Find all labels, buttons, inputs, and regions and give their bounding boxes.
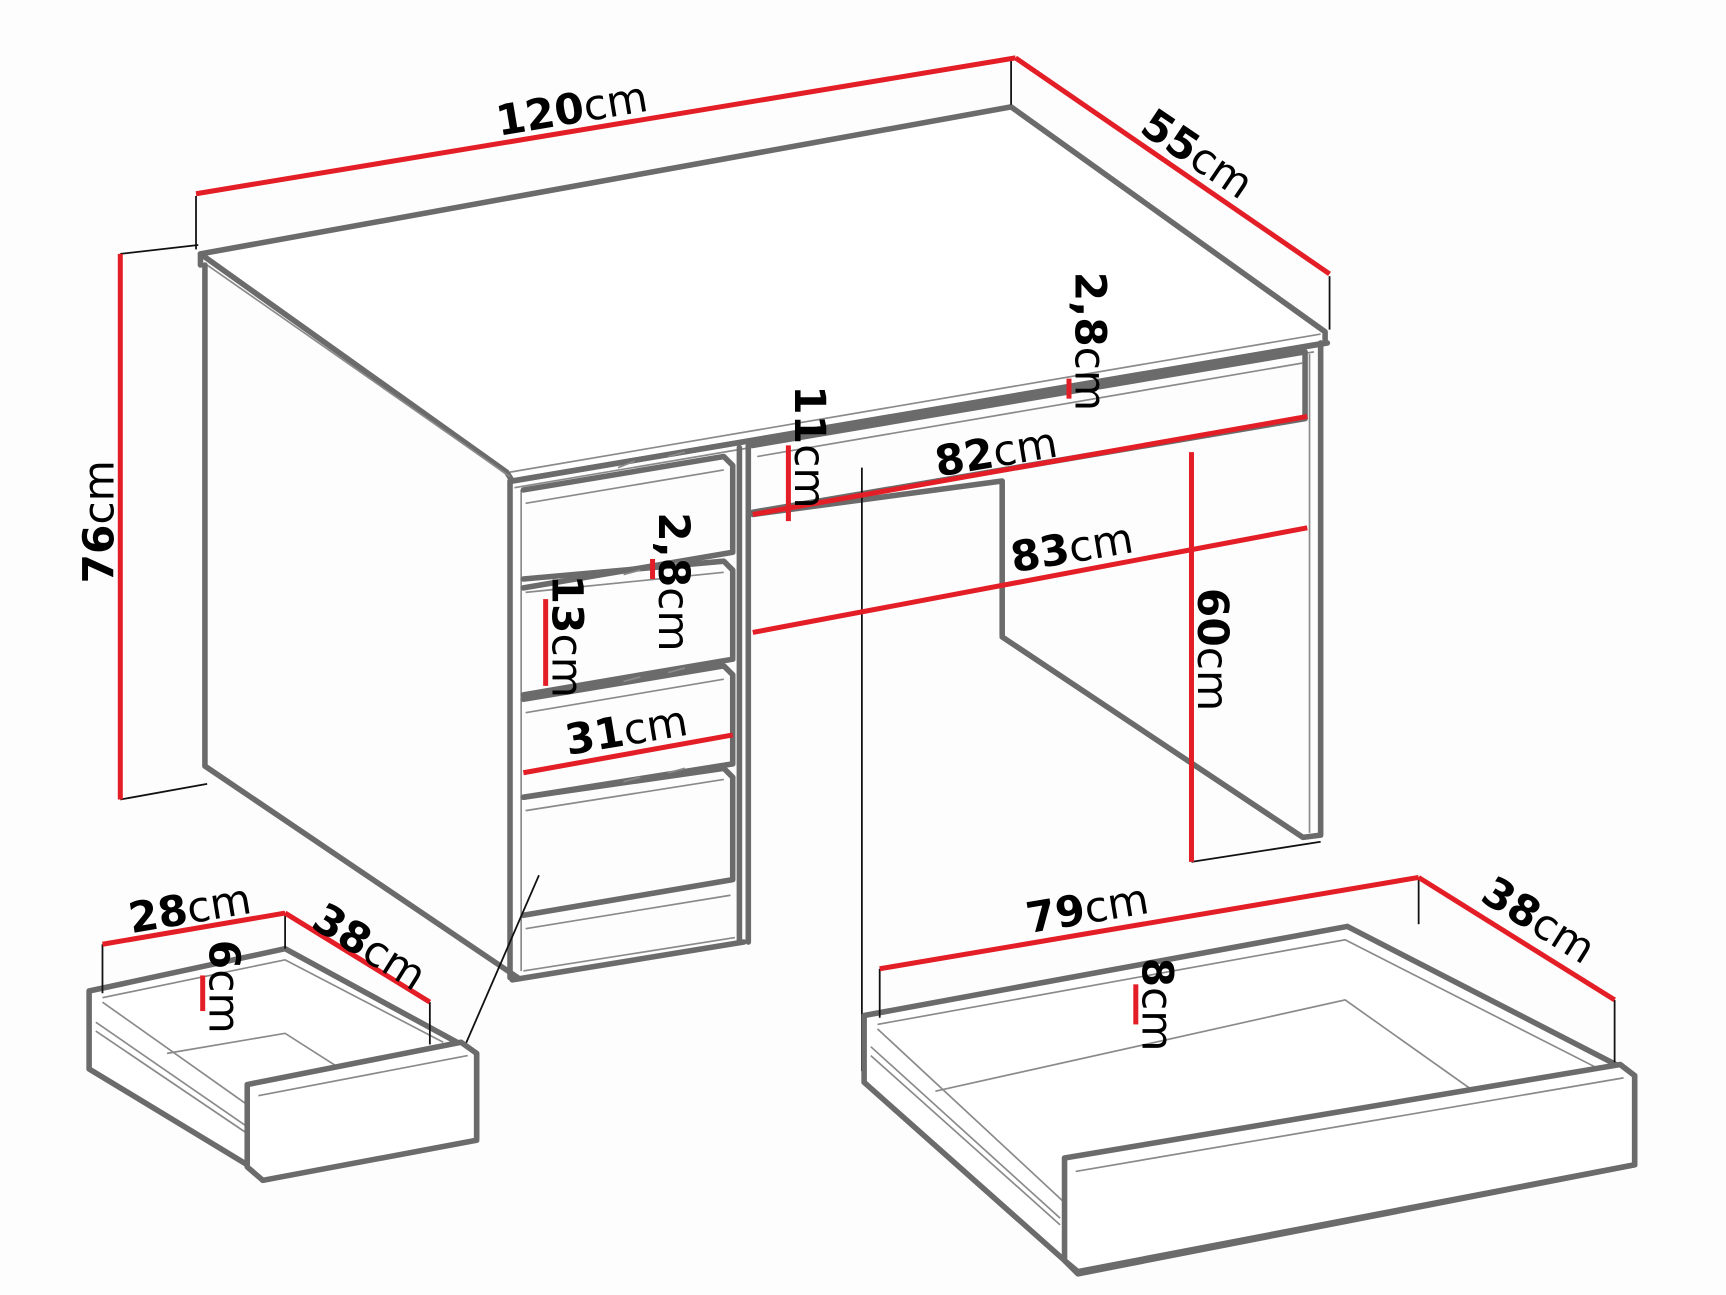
label-apron-height: 11cm <box>785 385 834 508</box>
label-width: 120cm <box>492 72 651 146</box>
label-small-drawer-width: 28cm <box>125 874 255 943</box>
small-drawer <box>86 945 480 1184</box>
dim-line-width <box>195 55 1016 197</box>
dim-line-large-d <box>1417 875 1616 1003</box>
label-large-drawer-height: 8cm <box>1132 958 1181 1052</box>
label-large-drawer-depth: 38cm <box>1473 867 1604 974</box>
desk-left-side <box>202 262 521 981</box>
label-drawer-gap: 2,8cm <box>649 512 698 651</box>
label-drawer-front-w: 31cm <box>561 696 691 765</box>
dim-line-small-w <box>102 910 286 947</box>
dim-line-depth <box>1014 55 1331 276</box>
label-height: 76cm <box>75 460 124 583</box>
dim-line-drawer-front-w <box>522 732 734 776</box>
dim-line-knee-width <box>752 525 1308 635</box>
large-drawer <box>861 923 1638 1277</box>
pedestal-drawer-4 <box>520 765 736 930</box>
label-knee-height: 60cm <box>1188 588 1237 711</box>
label-small-drawer-height: 6cm <box>199 940 248 1034</box>
extension-lines <box>101 57 1616 1063</box>
label-apron-width: 82cm <box>931 418 1061 487</box>
desk <box>197 104 1331 1072</box>
dimension-lines <box>102 55 1616 1025</box>
label-drawer-front-h: 13cm <box>542 575 591 698</box>
dimension-labels: 120cm 55cm 76cm 2,8cm 11cm 82cm 83cm 60c… <box>75 72 1604 1051</box>
label-top-thickness: 2,8cm <box>1066 272 1115 411</box>
desk-right-leg <box>999 340 1324 841</box>
pedestal-drawer-2 <box>520 558 736 698</box>
label-knee-width: 83cm <box>1007 514 1137 583</box>
dim-line-apron-width <box>752 413 1308 517</box>
dim-line-small-d <box>283 910 432 1005</box>
dim-line-large-w <box>879 874 1420 972</box>
label-large-drawer-width: 79cm <box>1022 874 1152 943</box>
